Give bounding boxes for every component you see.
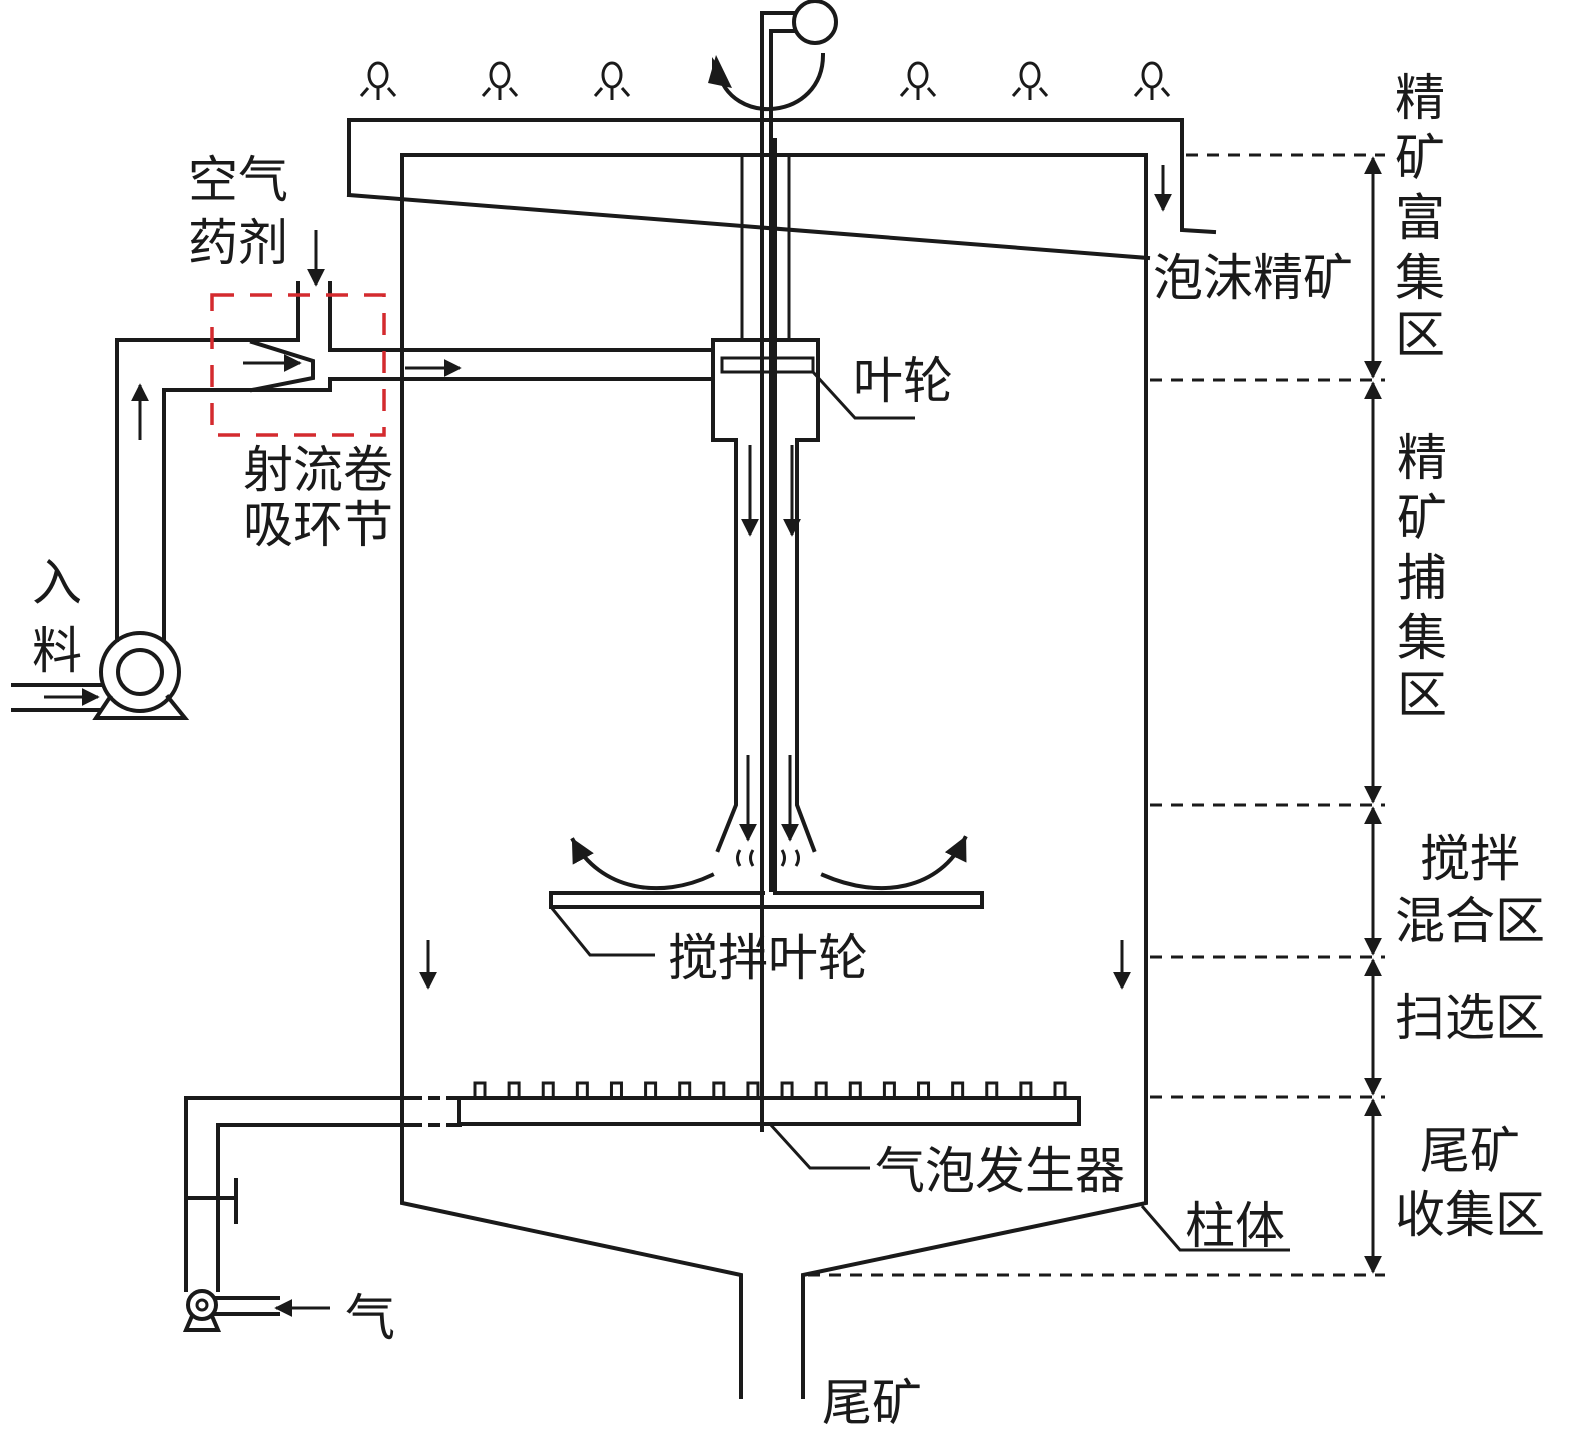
column-body xyxy=(400,153,1148,1399)
bubble-icon xyxy=(1133,61,1171,100)
nozzle xyxy=(712,1081,726,1098)
svg-text:富: 富 xyxy=(1395,189,1445,247)
downcomer xyxy=(711,138,915,892)
impeller-disc xyxy=(720,356,815,374)
zone-label-stirring-mixing: 搅拌 混合区 xyxy=(1395,830,1545,950)
mixing-flow-right-arrow xyxy=(820,835,968,891)
air-label: 空气 xyxy=(188,151,288,209)
bubble-icon xyxy=(1011,61,1049,100)
bubble-icon xyxy=(359,61,397,100)
nozzle xyxy=(951,1081,965,1098)
motor-icon xyxy=(792,0,838,45)
column-body-leader xyxy=(1140,1205,1290,1252)
svg-text:集: 集 xyxy=(1397,609,1447,667)
bubble-generator xyxy=(457,1081,1081,1170)
svg-text:收集区: 收集区 xyxy=(1395,1186,1545,1244)
svg-text:区: 区 xyxy=(1397,666,1447,724)
svg-text:搅拌: 搅拌 xyxy=(1420,830,1520,888)
bubble-generator-label: 气泡发生器 xyxy=(875,1142,1125,1200)
zone-label-concentrate-capture: 精 矿 捕 集 区 xyxy=(1397,429,1447,724)
jet-entrainment-section xyxy=(115,230,715,642)
svg-text:扫选区: 扫选区 xyxy=(1395,989,1545,1047)
nozzle xyxy=(848,1081,862,1098)
bubble-icon xyxy=(899,61,937,100)
svg-text:混合区: 混合区 xyxy=(1395,892,1545,950)
mixing-flow-left-arrow xyxy=(570,837,715,891)
foam-concentrate-label: 泡沫精矿 xyxy=(1153,249,1353,307)
tailings-label: 尾矿 xyxy=(822,1374,922,1432)
pump-icon xyxy=(99,631,181,713)
foam-launder xyxy=(346,118,1217,261)
nozzle xyxy=(1053,1081,1067,1098)
column-body-label: 柱体 xyxy=(1185,1197,1285,1255)
svg-text:捕: 捕 xyxy=(1397,549,1447,607)
zone-label-scavenging: 扫选区 xyxy=(1395,989,1545,1047)
gas-pump-icon xyxy=(186,1289,218,1321)
bubble-icons xyxy=(359,61,1171,100)
nozzle xyxy=(678,1081,692,1098)
stirring-impeller xyxy=(549,891,984,957)
zone-label-concentrate-enrichment: 精 矿 富 集 区 xyxy=(1395,69,1445,364)
bubble-icon xyxy=(481,61,519,100)
nozzle xyxy=(917,1081,931,1098)
nozzle xyxy=(780,1081,794,1098)
jet-section-label-2: 吸环节 xyxy=(243,496,393,554)
gas-supply xyxy=(182,1096,462,1332)
nozzle xyxy=(814,1081,828,1098)
svg-text:集: 集 xyxy=(1395,249,1445,307)
reagent-label: 药剂 xyxy=(188,214,288,272)
zone-boundaries xyxy=(808,153,1385,1277)
svg-text:尾矿: 尾矿 xyxy=(1420,1122,1520,1180)
nozzle xyxy=(609,1081,623,1098)
zone-label-tailings-collection: 尾矿 收集区 xyxy=(1395,1122,1545,1244)
impeller-label: 叶轮 xyxy=(853,352,953,410)
feed-label-1: 入 xyxy=(32,554,82,612)
nozzle xyxy=(985,1081,999,1098)
bubble-icon xyxy=(593,61,631,100)
jet-section-highlight-box xyxy=(210,293,386,437)
nozzle xyxy=(507,1081,521,1098)
svg-text:矿: 矿 xyxy=(1397,489,1447,547)
svg-text:矿: 矿 xyxy=(1395,129,1445,187)
nozzle xyxy=(644,1081,658,1098)
svg-text:精: 精 xyxy=(1397,429,1447,487)
jet-section-label-1: 射流卷 xyxy=(243,441,393,499)
nozzle xyxy=(1019,1081,1033,1098)
stirring-impeller-label: 搅拌叶轮 xyxy=(668,929,868,987)
rotation-arc xyxy=(715,52,826,111)
nozzle xyxy=(882,1081,896,1098)
nozzle xyxy=(746,1081,760,1098)
feed-label-2: 料 xyxy=(32,622,82,680)
nozzle xyxy=(575,1081,589,1098)
svg-text:区: 区 xyxy=(1395,306,1445,364)
gas-label: 气 xyxy=(345,1289,395,1347)
svg-text:精: 精 xyxy=(1395,69,1445,127)
rotation-arrow xyxy=(708,52,826,111)
nozzle xyxy=(473,1081,487,1098)
feed-pump xyxy=(11,631,190,720)
nozzle xyxy=(541,1081,555,1098)
